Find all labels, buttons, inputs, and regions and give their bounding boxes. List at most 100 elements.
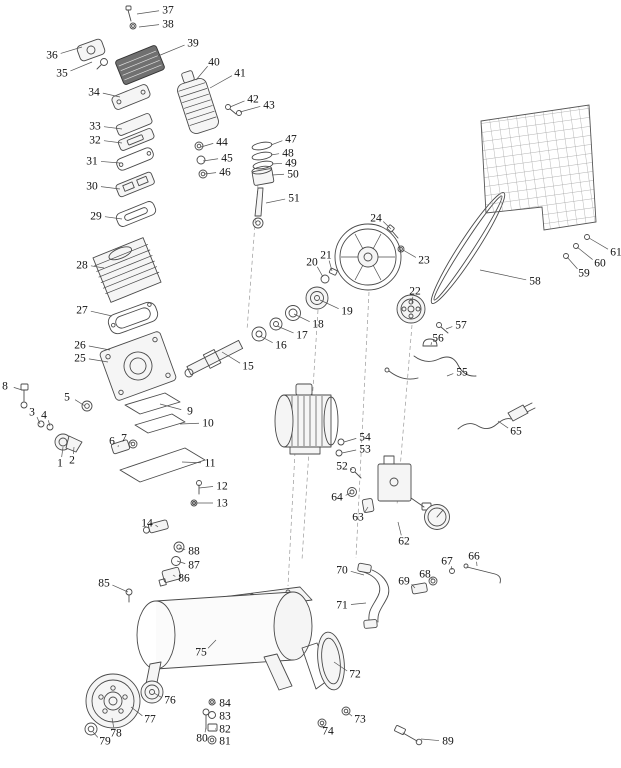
part-number-label: 20 (306, 257, 318, 269)
flywheel-drawing (334, 223, 405, 291)
leader-line (70, 61, 93, 72)
leader-line (88, 345, 111, 351)
part-number-label: 42 (247, 94, 259, 106)
head-plate-34-drawing (111, 84, 151, 110)
part-number-label: 32 (89, 135, 101, 147)
gasket-29-drawing (115, 201, 157, 227)
part-number-label: 44 (216, 137, 228, 149)
part-number-label: 29 (90, 211, 102, 223)
part-number-label: 59 (578, 268, 590, 280)
part-number-label: 58 (529, 276, 541, 288)
leader-line (276, 325, 294, 334)
idler-wheel-22-drawing (396, 294, 426, 324)
part-number-label: 82 (219, 724, 231, 736)
leader-line (350, 602, 367, 605)
washer-4-drawing (46, 423, 54, 431)
part-number-label: 26 (74, 340, 86, 352)
part-number-label: 55 (456, 367, 468, 379)
part-number-label: 72 (349, 669, 361, 681)
leader-line (90, 265, 105, 269)
part-number-label: 14 (141, 518, 153, 530)
part-number-label: 18 (312, 319, 324, 331)
leader-line (588, 237, 609, 250)
part-number-label: 12 (216, 481, 228, 493)
guard-bolt-60-drawing (573, 243, 579, 249)
leader-line (60, 46, 83, 54)
gasket-10-drawing (134, 413, 186, 434)
key-21-drawing (328, 267, 338, 276)
part-number-label: 50 (287, 169, 299, 181)
part-number-label: 52 (336, 461, 348, 473)
part-number-label: 48 (282, 148, 294, 160)
part-number-label: 75 (195, 647, 207, 659)
valve-plate-30-drawing (115, 171, 155, 198)
part-number-label: 24 (370, 213, 382, 225)
leader-line (328, 260, 333, 272)
leader-line (317, 266, 324, 278)
leader-line (102, 92, 121, 98)
part-number-label: 65 (510, 426, 522, 438)
power-cord-65-drawing (457, 402, 536, 430)
part-number-label: 5 (64, 392, 70, 404)
leader-line (346, 711, 353, 717)
leader-line (411, 583, 416, 589)
leader-line (92, 731, 99, 738)
leader-line (576, 246, 593, 260)
part-number-label: 61 (610, 247, 621, 259)
leader-line (221, 351, 241, 364)
leader-line (61, 446, 64, 458)
hardware-83-drawing (208, 711, 216, 719)
leader-line (239, 106, 261, 113)
fitting-63-drawing (361, 498, 375, 513)
leader-line (402, 249, 417, 258)
washer-23-drawing (397, 245, 405, 253)
guard-bolt-61-drawing (584, 234, 590, 240)
fitting-35-drawing (96, 58, 108, 70)
part-number-label: 27 (76, 305, 88, 317)
leader-line (103, 126, 123, 130)
part-number-label: 80 (196, 733, 208, 745)
fitting-64-drawing (347, 487, 357, 497)
part-number-label: 54 (359, 432, 371, 444)
leader-line (179, 422, 200, 425)
check-valve-5-drawing (81, 400, 93, 412)
muffler-drawing (177, 70, 242, 134)
washer-16-drawing (251, 326, 267, 342)
valve-plate-32-drawing (117, 128, 155, 151)
part-number-label: 6 (109, 436, 115, 448)
nut-20-drawing (320, 274, 330, 284)
valve-springs-drawing (194, 141, 208, 179)
washer-38-drawing (129, 22, 137, 30)
part-number-label: 71 (336, 600, 348, 612)
leader-line (451, 566, 453, 571)
elbow-1-2-drawing (54, 433, 83, 453)
part-number-label: 89 (442, 736, 454, 748)
leader-line (430, 342, 432, 346)
leader-line (270, 153, 280, 156)
part-number-label: 87 (188, 560, 200, 572)
part-number-label: 57 (455, 320, 467, 332)
base-plates-drawing (119, 392, 206, 507)
leader-line (229, 100, 245, 108)
construction-lines (246, 183, 413, 587)
cylinder-head-39-drawing (115, 45, 165, 85)
gasket-27-drawing (107, 301, 159, 335)
leader-line (178, 547, 186, 551)
part-number-label: 30 (86, 181, 98, 193)
leader-line (13, 387, 23, 391)
part-number-label: 9 (187, 406, 193, 418)
drain-fittings-drawing (317, 706, 423, 746)
part-number-label: 53 (359, 444, 371, 456)
part-number-label: 83 (219, 711, 231, 723)
part-number-label: 15 (242, 361, 254, 373)
part-number-label: 41 (234, 68, 246, 80)
crankcase-25-26-drawing (99, 331, 177, 401)
air-filter-36-drawing (76, 38, 106, 62)
leader-line (209, 75, 233, 89)
part-number-label: 67 (441, 556, 453, 568)
hardware-81-drawing (207, 735, 217, 745)
leader-line (271, 162, 283, 165)
leader-line (198, 486, 214, 489)
part-number-label: 49 (285, 158, 297, 170)
